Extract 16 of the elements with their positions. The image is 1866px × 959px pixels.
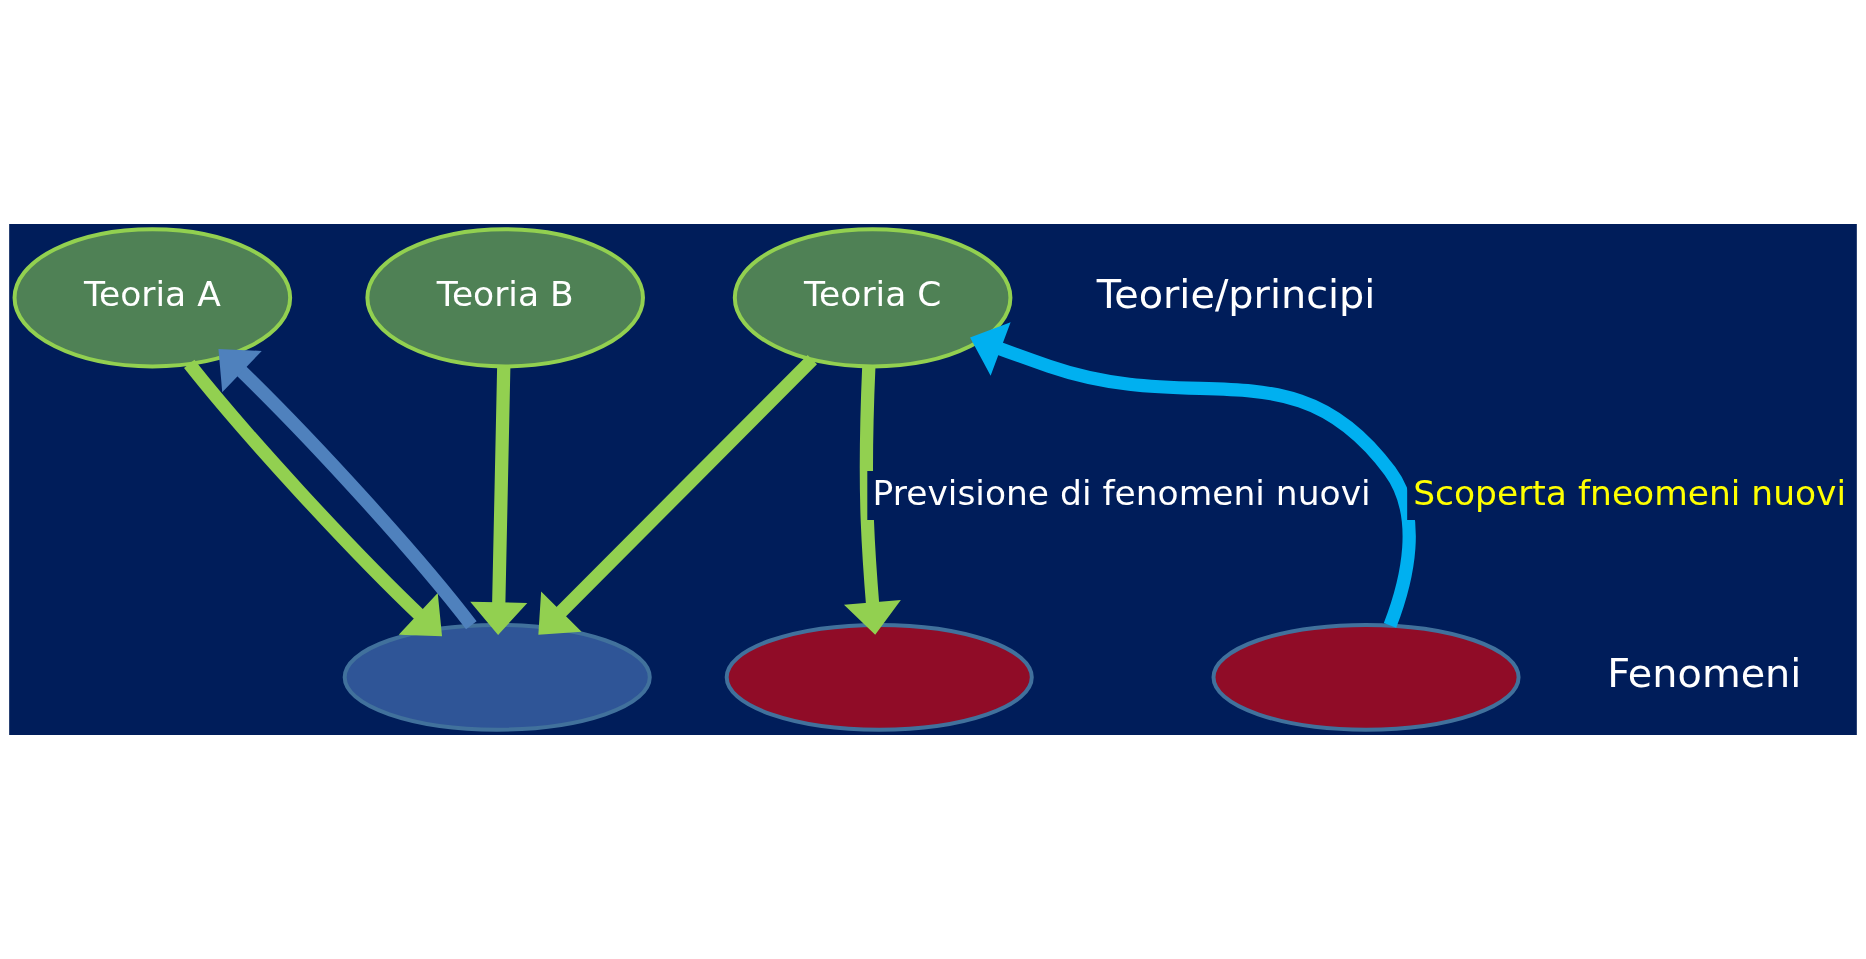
arrow	[184, 359, 443, 637]
edge-label: Scoperta fneomeni nuovi	[1413, 472, 1847, 513]
node-ellipse: Teoria C	[732, 227, 1013, 369]
node-ellipse: Teoria A	[12, 227, 293, 369]
node-ellipse	[724, 622, 1034, 732]
arrow	[470, 366, 528, 635]
label: Fenomeni	[1607, 650, 1802, 697]
edge-label: Previsione di fenomeni nuovi	[872, 472, 1371, 513]
arrow	[538, 355, 817, 635]
label: Teorie/principi	[1096, 270, 1376, 317]
arrow	[218, 348, 477, 630]
node-ellipse	[342, 622, 652, 732]
node-ellipse	[1211, 622, 1521, 732]
arrow	[844, 366, 901, 635]
node-ellipse: Teoria B	[365, 227, 645, 369]
arrow	[970, 322, 1416, 628]
